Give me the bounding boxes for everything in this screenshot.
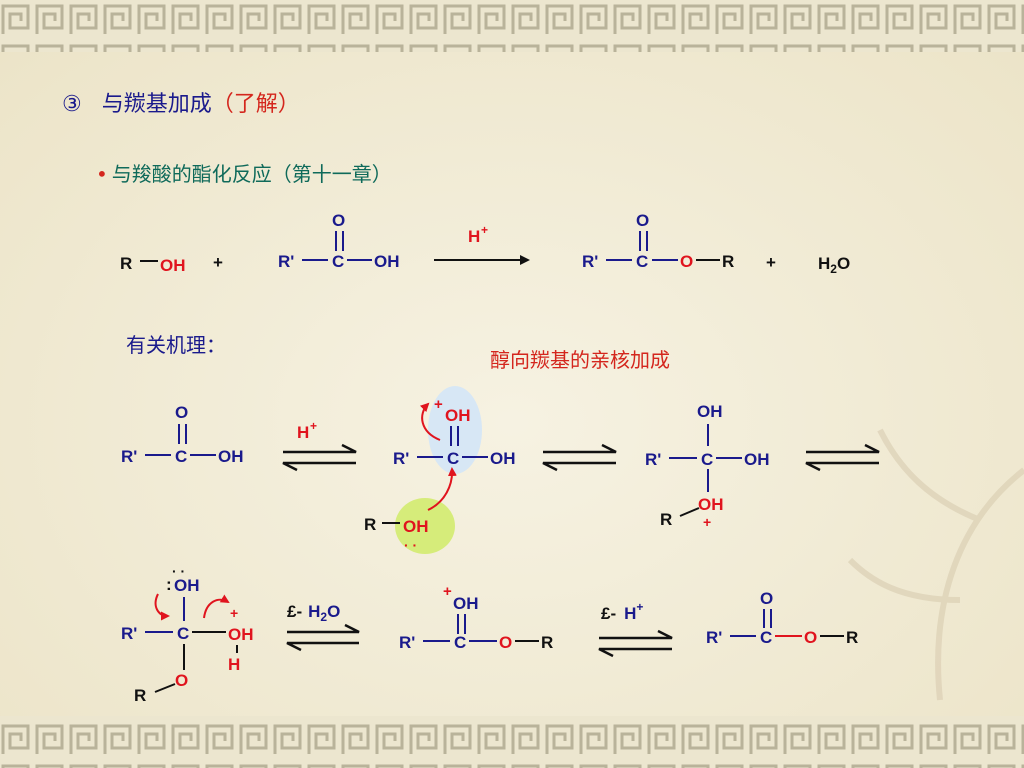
m1-prot-oh: OH (445, 406, 471, 425)
m2-oh-right: OH (228, 625, 254, 644)
m2-r: R (134, 686, 146, 705)
m2-fe-r: R (846, 628, 858, 647)
m1-tet-c: C (701, 450, 713, 469)
equilibrium-arrow-2 (542, 443, 617, 472)
m2-pe-r-prime: R' (399, 633, 415, 652)
m2-pe-oh: OH (453, 594, 479, 613)
m2-electron-push-arrow (154, 593, 170, 621)
electron-shift-arrow (419, 402, 441, 441)
section-heading: ③ 与羰基加成（了解） (62, 86, 300, 118)
m1-prot-plus: + (434, 396, 443, 413)
m1-catalyst-h: H (297, 423, 309, 442)
m1-tet-bond-r-group (679, 507, 700, 517)
nucleophile-r: R (364, 515, 376, 534)
m2-pe-o: O (499, 633, 512, 652)
mechanism-label: 有关机理： (126, 333, 226, 357)
top-border-pattern (0, 0, 1024, 52)
m1-tet-r: R (660, 510, 672, 529)
m1-acid-o: O (175, 403, 188, 422)
m1-prot-oh-right: OH (490, 449, 516, 468)
m2-pe-plus: + (443, 583, 452, 600)
m1-tet-plus: + (703, 514, 711, 530)
heading-text: 与羰基加成 (101, 92, 212, 117)
reactant-plus: + (213, 253, 223, 272)
water: H2O (818, 254, 850, 276)
ester-o: O (680, 252, 693, 271)
m2-r-prime: R' (121, 624, 137, 643)
equilibrium-arrow-5 (598, 629, 673, 658)
m2-pe-r: R (541, 633, 553, 652)
heading-number: ③ (62, 92, 82, 117)
m2-o-bottom: O (175, 671, 188, 690)
ester-r: R (722, 252, 734, 271)
equilibrium-arrow-3 (805, 443, 880, 472)
m2-fe-o: O (804, 628, 817, 647)
bullet-dot: • (96, 162, 108, 186)
equilibrium-arrow-4 (286, 623, 360, 652)
m1-acid-oh: OH (218, 447, 244, 466)
alcohol-nucleophile-highlight (395, 498, 455, 554)
acid-r-prime: R' (278, 252, 294, 271)
heading-note: （了解） (211, 92, 300, 117)
m1-tet-oh-top: OH (697, 402, 723, 421)
m2-oh-top: OH (174, 576, 200, 595)
ester-r-prime: R' (582, 252, 598, 271)
bullet-text: 与羧酸的酯化反应（第十一章） (111, 162, 392, 186)
ester-o-top: O (636, 211, 649, 230)
m1-catalyst-plus: + (310, 419, 317, 433)
nucleophilic-addition-annotation: 醇向羰基的亲核加成 (490, 348, 670, 372)
m2-lone-pair-side: : (166, 575, 172, 594)
equilibrium-arrow-1 (282, 443, 357, 472)
m2-pe-c: C (454, 633, 466, 652)
m2-bond-r-group (154, 683, 176, 693)
m1-acid-r-prime: R' (121, 447, 137, 466)
m1-tet-oh-bottom: OH (698, 495, 724, 514)
m1-prot-r-prime: R' (393, 449, 409, 468)
acid-oh: OH (374, 252, 400, 271)
alcohol-r: R (120, 254, 132, 273)
m2-lone-pair-top: · · (172, 563, 185, 579)
minus-proton-label: £-H+ (601, 600, 643, 623)
overall-reaction: R OH + O R' C OH H + O R' C O R + (120, 211, 850, 276)
mechanism-step-1: O R' C OH H + + OH R' C OH (121, 396, 880, 553)
ester-c: C (636, 252, 648, 271)
catalyst-h: H (468, 227, 480, 246)
alcohol-oh: OH (160, 256, 186, 275)
catalyst-plus: + (481, 223, 488, 237)
bottom-border-pattern (0, 716, 1024, 768)
minus-water-label: £-H2O (287, 602, 340, 624)
m1-tet-r-prime: R' (645, 450, 661, 469)
m1-prot-c: C (447, 449, 459, 468)
product-plus: + (766, 253, 776, 272)
bullet-esterification: •与羧酸的酯化反应（第十一章） (96, 158, 392, 187)
m2-fe-c: C (760, 628, 772, 647)
m2-fe-o-top: O (760, 589, 773, 608)
acid-c: C (332, 252, 344, 271)
m1-tet-oh-right: OH (744, 450, 770, 469)
m2-plus: + (230, 605, 238, 621)
m2-h: H (228, 655, 240, 674)
m2-fe-r-prime: R' (706, 628, 722, 647)
nucleophile-lone-pair: · · (404, 537, 417, 553)
acid-o: O (332, 211, 345, 230)
decorative-plum-branch (847, 428, 1024, 701)
m1-acid-c: C (175, 447, 187, 466)
nucleophile-oh: OH (403, 517, 429, 536)
mechanism-step-2: · · : OH R' C + OH H O R £-H2O (121, 563, 858, 705)
m2-leaving-group-arrow (203, 594, 230, 619)
nucleophilic-attack-arrow (427, 467, 457, 511)
m2-c: C (177, 624, 189, 643)
protonated-carbonyl-highlight (428, 386, 482, 474)
